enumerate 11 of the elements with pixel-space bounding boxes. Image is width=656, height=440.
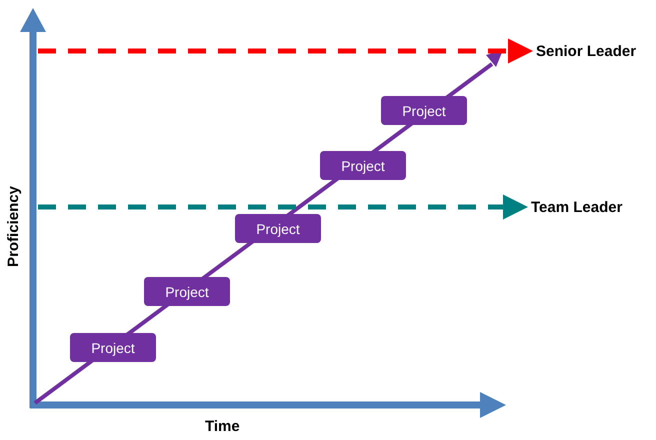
- project-box: Project: [320, 151, 406, 180]
- dashed-arrow: [38, 194, 528, 220]
- level-label: Senior Leader: [536, 40, 654, 62]
- project-box: Project: [70, 333, 156, 362]
- project-box: Project: [235, 214, 321, 243]
- dashed-arrow: [38, 38, 533, 64]
- level-label: Team Leader: [531, 196, 643, 218]
- project-box: Project: [144, 277, 230, 306]
- axis-title: Proficiency: [4, 186, 22, 267]
- project-box: Project: [381, 96, 467, 125]
- axis-title: Time: [205, 418, 240, 435]
